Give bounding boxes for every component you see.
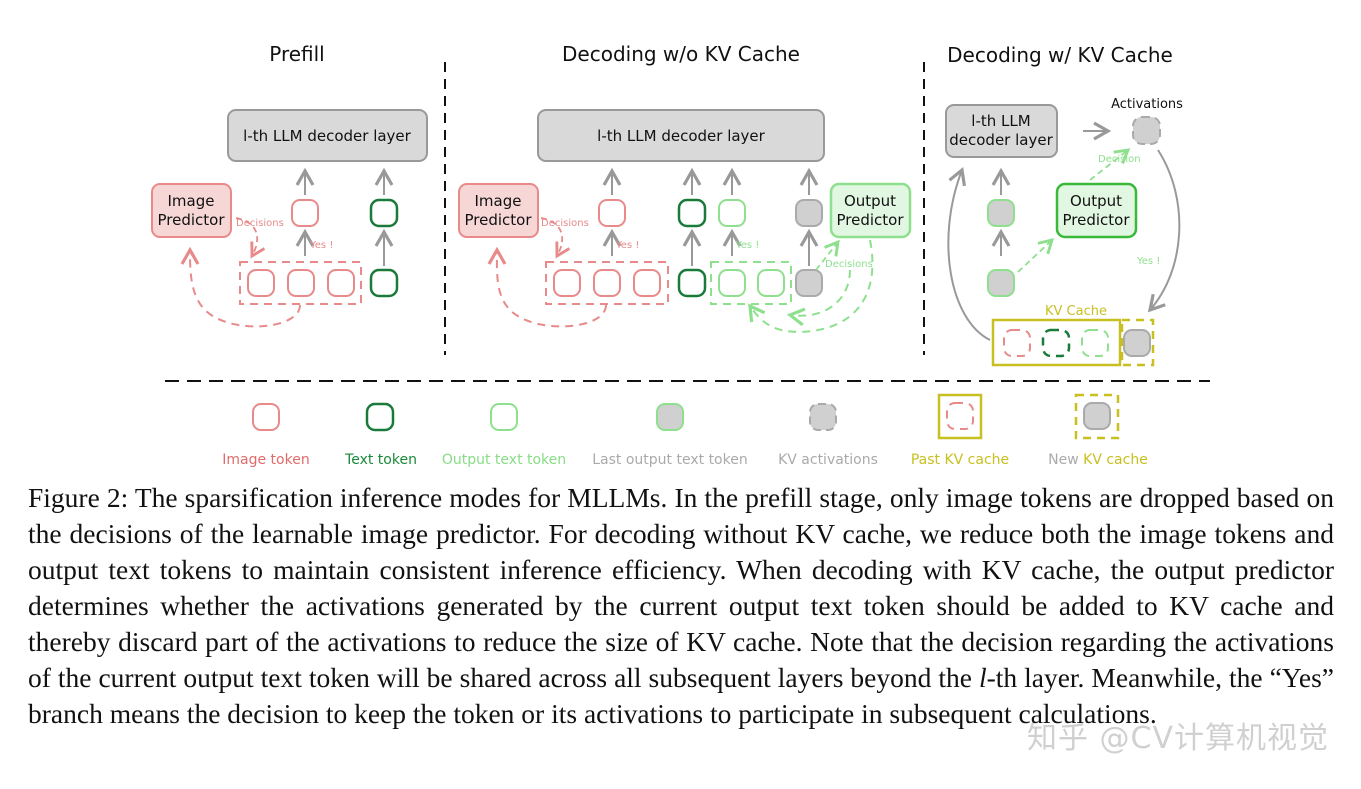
legend-new-kv-box xyxy=(1074,393,1120,440)
caption-part-2: -th layer. Meanwhile, the “Yes” branch m… xyxy=(28,662,1334,729)
prefill-yes-label: Yes ! xyxy=(309,240,333,251)
legend-output-swatch xyxy=(490,403,518,431)
legend-new-kv-suffix: KV cache xyxy=(1083,452,1148,468)
with-cache-output-predictor xyxy=(1055,182,1138,239)
prefill-image-token-kept xyxy=(291,199,319,227)
with-cache-decoder-line2: decoder layer xyxy=(949,131,1053,149)
past-kv-image xyxy=(1003,329,1031,357)
prefill-predictor-line1: Image xyxy=(168,192,215,210)
text-token xyxy=(677,198,707,228)
figure-caption: Figure 2: The sparsification inference m… xyxy=(28,480,1334,732)
kv-cache-label: KV Cache xyxy=(1045,304,1107,319)
legend-new-kv-label: New KV cache xyxy=(1048,452,1148,468)
last-output-token xyxy=(795,199,823,227)
with-cache-title: Decoding w/ KV Cache xyxy=(947,43,1173,67)
legend-past-kv-token xyxy=(946,402,974,430)
output-text-token xyxy=(757,269,785,297)
image-token xyxy=(633,269,661,297)
past-kv-text xyxy=(1041,328,1071,358)
prefill-decoder-label: l-th LLM decoder layer xyxy=(243,127,411,145)
image-token xyxy=(598,199,626,227)
caption-part-1: Figure 2: The sparsification inference m… xyxy=(28,482,1334,693)
no-cache-output-predictor xyxy=(829,182,912,239)
no-cache-decoder-layer xyxy=(537,109,825,162)
legend-image-label: Image token xyxy=(222,452,309,468)
legend-kv-activations-label: KV activations xyxy=(778,452,878,468)
new-kv-cache-box xyxy=(1120,318,1155,367)
legend-last-output-label: Last output text token xyxy=(592,452,747,468)
no-cache-image-predictor xyxy=(458,183,539,238)
legend-new-kv-token xyxy=(1083,402,1111,430)
image-token xyxy=(593,269,621,297)
no-cache-title: Decoding w/o KV Cache xyxy=(562,42,800,66)
with-cache-yes: Yes ! xyxy=(1136,256,1160,267)
image-token xyxy=(287,269,315,297)
caption-l-symbol: l xyxy=(978,662,987,693)
prefill-image-predictor xyxy=(151,183,232,238)
watermark: 知乎 @CV计算机视觉 xyxy=(1026,721,1329,756)
text-token xyxy=(677,268,707,298)
legend-text-label: Text token xyxy=(344,452,417,468)
legend-past-kv-box xyxy=(937,393,983,440)
no-cache-out-pred-line1: Output xyxy=(844,192,896,210)
legend-text-swatch xyxy=(365,402,395,432)
past-kv-output xyxy=(1081,329,1109,357)
with-cache-out-pred-line2: Predictor xyxy=(1062,211,1130,229)
past-kv-cache-box xyxy=(991,318,1122,367)
no-cache-yes1: Yes ! xyxy=(615,240,639,251)
image-token xyxy=(327,269,355,297)
legend-kv-activations-swatch xyxy=(809,403,837,431)
with-cache-decoder-line1: l-th LLM xyxy=(971,112,1030,130)
text-token xyxy=(369,268,399,298)
no-cache-decoder-label: l-th LLM decoder layer xyxy=(597,127,765,145)
legend-output-label: Output text token xyxy=(442,452,566,468)
prefill-text-token-top xyxy=(369,198,399,228)
no-cache-decisions-img: Decisions xyxy=(541,218,589,229)
legend-last-output-swatch xyxy=(656,403,684,431)
no-cache-image-group xyxy=(545,261,669,305)
prefill-image-group xyxy=(239,261,362,305)
image-token xyxy=(553,269,581,297)
prefill-title: Prefill xyxy=(269,42,325,66)
legend-image-swatch xyxy=(252,403,280,431)
figure-diagram: Prefill l-th LLM decoder layer Image Pre… xyxy=(151,42,1210,468)
no-cache-yes2: Yes ! xyxy=(735,240,759,251)
prefill-decisions-label: Decisions xyxy=(236,218,284,229)
no-cache-decisions-out: Decisions xyxy=(825,259,873,270)
last-output-token xyxy=(987,269,1015,297)
prefill-predictor-line2: Predictor xyxy=(157,211,225,229)
activations-label: Activations xyxy=(1111,97,1183,112)
with-cache-out-pred-line1: Output xyxy=(1070,192,1122,210)
last-output-token xyxy=(987,199,1015,227)
no-cache-predictor-line2: Predictor xyxy=(464,211,532,229)
output-text-token xyxy=(718,199,746,227)
no-cache-predictor-line1: Image xyxy=(475,192,522,210)
decision-label: Decision xyxy=(1098,154,1141,165)
with-cache-decoder-layer xyxy=(945,104,1058,158)
output-text-token xyxy=(718,269,746,297)
legend-past-kv-label: Past KV cache xyxy=(911,452,1009,468)
image-token xyxy=(247,269,275,297)
last-output-token xyxy=(795,269,823,297)
kv-activation-node xyxy=(1132,116,1161,145)
prefill-decoder-layer xyxy=(227,109,428,162)
legend-new-kv-prefix: New xyxy=(1048,452,1083,468)
no-cache-out-pred-line2: Predictor xyxy=(836,211,904,229)
new-kv-activation xyxy=(1123,329,1151,357)
